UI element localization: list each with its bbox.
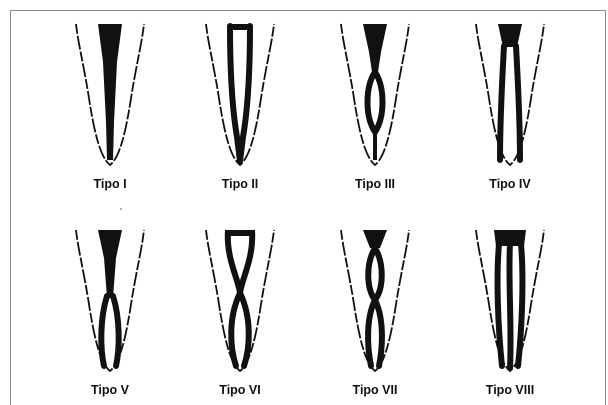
caption-type-5: Tipo V xyxy=(60,383,160,397)
tooth-diagram-type-1 xyxy=(60,22,160,172)
caption-type-7: Tipo VII xyxy=(325,383,425,397)
canal-type-5: Tipo V xyxy=(60,228,160,398)
caption-type-3: Tipo III xyxy=(325,177,425,191)
caption-type-6: Tipo VI xyxy=(190,383,290,397)
tooth-diagram-type-7 xyxy=(325,228,425,378)
caption-type-8: Tipo VIII xyxy=(460,383,560,397)
canal-type-4: Tipo IV xyxy=(460,22,560,192)
speck xyxy=(120,208,122,210)
tooth-diagram-type-4 xyxy=(460,22,560,172)
canal-type-7: Tipo VII xyxy=(325,228,425,398)
canal-type-3: Tipo III xyxy=(325,22,425,192)
tooth-diagram-type-5 xyxy=(60,228,160,378)
caption-type-2: Tipo II xyxy=(190,177,290,191)
canal-type-6: Tipo VI xyxy=(190,228,290,398)
tooth-diagram-type-3 xyxy=(325,22,425,172)
tooth-diagram-type-2 xyxy=(190,22,290,172)
canal-type-8: Tipo VIII xyxy=(460,228,560,398)
tooth-diagram-type-6 xyxy=(190,228,290,378)
caption-type-4: Tipo IV xyxy=(460,177,560,191)
caption-type-1: Tipo I xyxy=(60,177,160,191)
canal-type-1: Tipo I xyxy=(60,22,160,192)
canal-type-2: Tipo II xyxy=(190,22,290,192)
tooth-diagram-type-8 xyxy=(460,228,560,378)
